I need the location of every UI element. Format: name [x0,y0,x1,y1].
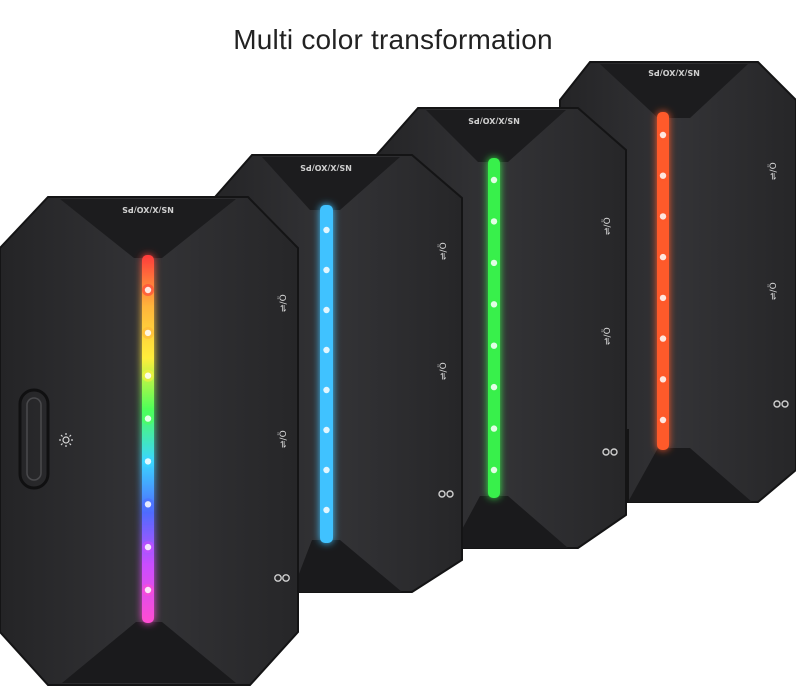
led-dot [490,218,498,225]
top-cap [600,64,748,118]
led-dot [144,543,152,551]
led-dot [144,372,152,379]
led-dot [323,346,330,354]
led-dots [320,224,333,516]
led-dot [490,466,498,474]
led-dot [144,458,152,465]
top-cap [262,157,400,210]
port-label: ⇌/Ö [602,327,613,345]
led-dot [323,466,330,474]
led-dot [659,376,667,383]
led-dot [659,253,667,261]
led-dot [490,301,498,308]
page-title: Multi color transformation [233,24,553,55]
port-label: ⇌/Ö [768,282,779,300]
device-rainbow: NS/X/XO/PS ⇌/Ö ⇌/Ö [0,196,299,686]
led-dots [657,129,669,426]
led-dot [659,416,667,424]
led-dot [659,131,667,139]
port-label: ⇌/Ö [602,217,613,235]
gamepad-icon [438,490,454,498]
led-dot [323,306,330,314]
led-strip [320,205,333,543]
led-strip [488,158,500,498]
brand-label: NS/X/XO/PS [122,205,174,214]
led-strip [142,255,154,623]
led-dot [323,506,330,514]
gamepad-icon [602,448,618,456]
led-dot [144,286,152,294]
top-cap [60,199,236,258]
light-button-inner [26,397,42,481]
led-dots [142,284,154,596]
led-dot [490,259,498,267]
light-button[interactable] [18,388,50,490]
gamepad-icon [773,400,789,408]
brand-label: NS/X/XO/PS [300,163,352,172]
led-dot [144,586,152,594]
bottom-cap [292,540,402,592]
port-label: ⇌/Ö [278,294,289,312]
led-dot [659,335,667,342]
port-label: ⇌/Ö [438,242,449,260]
led-dot [144,415,152,422]
led-dot [144,501,152,508]
port-label: ⇌/Ö [438,362,449,380]
led-dot [144,329,152,337]
led-strip [657,112,669,450]
port-label: ⇌/Ö [768,162,779,180]
led-dot [490,425,498,432]
led-dot [323,386,330,394]
sun-icon [59,433,73,447]
bottom-cap [452,496,568,548]
port-label: ⇌/Ö [278,430,289,448]
led-dot [323,426,330,434]
led-dot [490,342,498,349]
bottom-cap [62,622,236,683]
bottom-cap [628,448,752,502]
brand-label: NS/X/XO/PS [648,68,700,77]
gamepad-icon [274,574,290,582]
led-dot [659,172,667,179]
top-cap [426,110,566,162]
led-dot [490,383,498,391]
led-dot [659,213,667,220]
led-dot [490,176,498,184]
brand-label: NS/X/XO/PS [468,116,520,125]
led-dots [488,174,500,476]
led-dot [659,294,667,302]
led-dot [323,226,330,234]
led-dot [323,266,330,274]
